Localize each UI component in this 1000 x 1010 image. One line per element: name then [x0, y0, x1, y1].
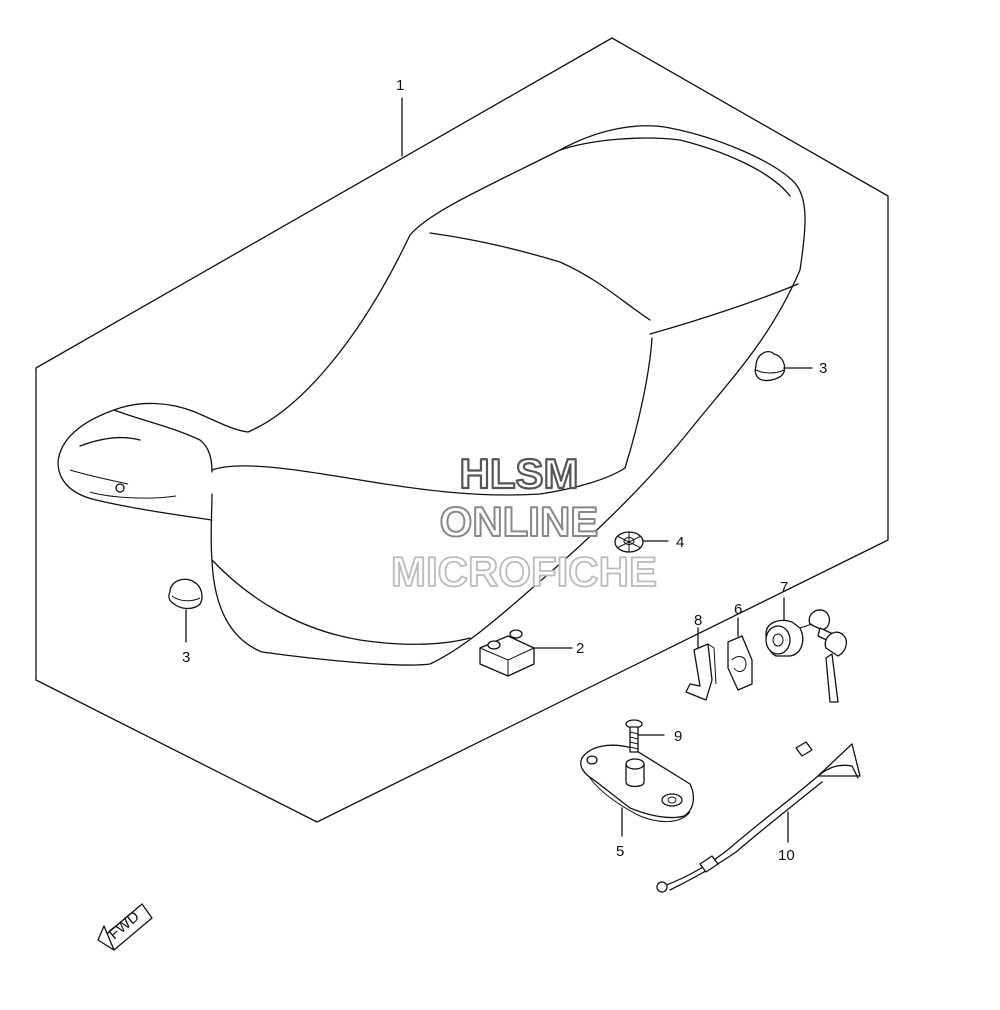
callout-3-left: 3 [182, 649, 190, 666]
callout-5: 5 [616, 843, 624, 860]
callout-6: 6 [734, 601, 742, 618]
callout-9: 9 [674, 728, 682, 745]
callout-2: 2 [576, 640, 584, 657]
part-4-nut [614, 531, 669, 553]
part-3-cushion-right [754, 351, 813, 382]
part-9-screw [625, 719, 665, 753]
callout-7: 7 [780, 579, 788, 596]
callout-10: 10 [778, 847, 795, 864]
watermark-line-2: ONLINE [440, 498, 599, 545]
assembly-boundary [35, 37, 889, 823]
callout-8: 8 [694, 612, 702, 629]
part-6-clip [727, 617, 753, 691]
part-7-lock-and-keys [765, 597, 848, 703]
part-8-bracket [685, 627, 717, 701]
watermark-line-1: HLSM [460, 450, 579, 497]
part-5-lock-base [580, 744, 695, 837]
part-2-buffer [479, 629, 573, 677]
callout-3-right: 3 [819, 360, 827, 377]
part-10-cable [656, 741, 861, 893]
seat-part [57, 125, 806, 666]
watermark: HLSM ONLINE MICROFICHE [390, 449, 658, 596]
watermark-line-3: MICROFICHE [391, 548, 657, 595]
part-3-cushion-left [168, 578, 203, 643]
callout-1: 1 [396, 77, 404, 94]
callout-4: 4 [676, 534, 684, 551]
fwd-arrow: FWD [97, 903, 153, 951]
